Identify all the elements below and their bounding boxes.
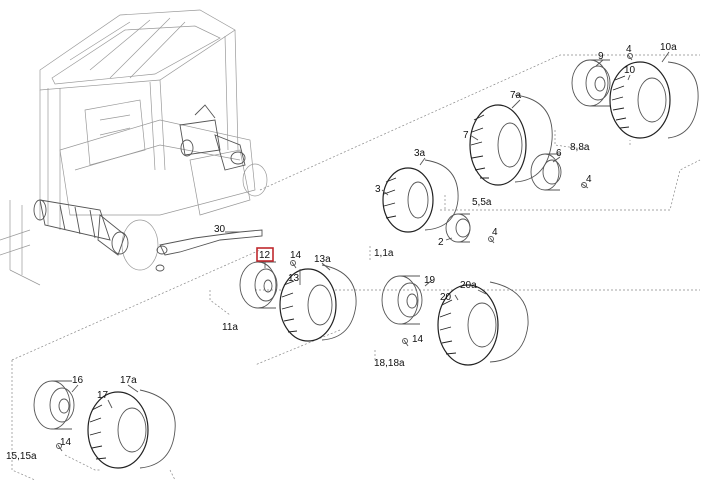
callout-13a[interactable]: 13a: [314, 254, 331, 265]
wheel-group-11[interactable]: [239, 260, 357, 342]
callout-3[interactable]: 3: [375, 184, 381, 195]
callout-14-c[interactable]: 14: [60, 437, 72, 448]
callout-4-c[interactable]: 4: [492, 227, 498, 238]
callout-10[interactable]: 10: [624, 65, 636, 76]
wheel-group-1[interactable]: [382, 159, 495, 244]
callout-3a[interactable]: 3a: [414, 148, 426, 159]
callout-20a[interactable]: 20a: [460, 280, 477, 291]
callout-8-8a[interactable]: 8,8a: [570, 142, 590, 153]
callout-11a[interactable]: 11a: [222, 322, 238, 333]
callout-14-a[interactable]: 14: [290, 250, 302, 261]
callout-4-a[interactable]: 4: [626, 44, 632, 55]
wheel-group-15[interactable]: [33, 380, 176, 469]
callout-5-5a[interactable]: 5,5a: [472, 197, 492, 208]
wheel-group-18[interactable]: [381, 275, 529, 366]
callout-7a[interactable]: 7a: [510, 90, 522, 101]
callout-16[interactable]: 16: [72, 375, 84, 386]
callout-7[interactable]: 7: [463, 130, 469, 141]
wheel-group-5[interactable]: [469, 94, 589, 191]
leader-lines: [71, 51, 670, 409]
callout-13[interactable]: 13: [288, 273, 300, 284]
wheel-group-8[interactable]: [571, 53, 699, 139]
callout-20[interactable]: 20: [440, 292, 452, 303]
callout-12[interactable]: 12: [259, 250, 271, 261]
callout-labels: 30 12 14 13 13a 11a 9 4 10a 10 8,8a 7a 7…: [6, 42, 677, 462]
callout-15-15a[interactable]: 15,15a: [6, 451, 37, 462]
callout-6[interactable]: 6: [556, 148, 562, 159]
callout-17[interactable]: 17: [97, 390, 109, 401]
callout-19[interactable]: 19: [424, 275, 436, 286]
callout-9[interactable]: 9: [598, 51, 604, 62]
assembly-boundaries: [11, 54, 701, 481]
callout-4-b[interactable]: 4: [586, 174, 592, 185]
forklift-illustration: [0, 9, 268, 286]
callout-17a[interactable]: 17a: [120, 375, 137, 386]
callout-18-18a[interactable]: 18,18a: [374, 358, 405, 369]
highlight-box: [256, 247, 274, 262]
callout-14-b[interactable]: 14: [412, 334, 424, 345]
callout-10a[interactable]: 10a: [660, 42, 677, 53]
callout-1-1a[interactable]: 1,1a: [374, 248, 394, 259]
callout-30[interactable]: 30: [214, 224, 226, 235]
callout-2[interactable]: 2: [438, 237, 444, 248]
